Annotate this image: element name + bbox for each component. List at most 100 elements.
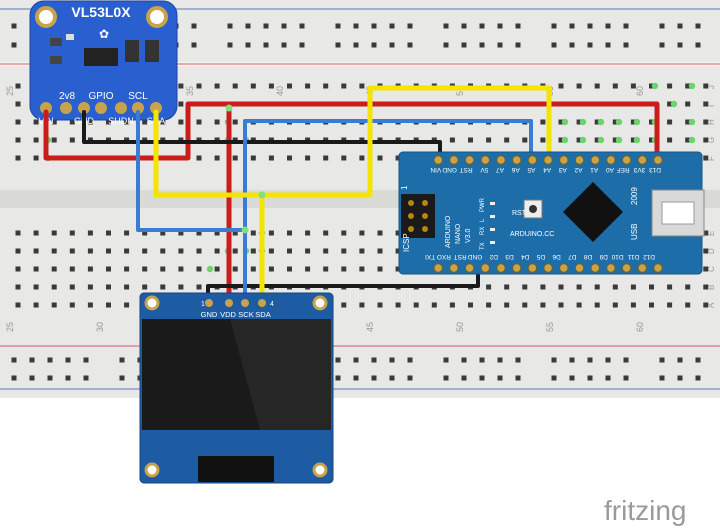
oled-display: 1 4 GND VDD SCK SDA bbox=[139, 292, 334, 484]
terminal-hole bbox=[178, 230, 184, 236]
column-number: 60 bbox=[635, 86, 645, 96]
terminal-hole bbox=[268, 83, 274, 89]
terminal-hole bbox=[341, 230, 347, 236]
terminal-hole bbox=[685, 119, 691, 125]
rail-hole bbox=[11, 357, 17, 363]
terminal-hole bbox=[33, 248, 39, 254]
wire-red-vin bbox=[43, 101, 660, 163]
terminal-hole bbox=[359, 155, 365, 161]
led-label-l: L bbox=[480, 218, 486, 222]
terminal-hole bbox=[250, 230, 256, 236]
icsp-header bbox=[401, 194, 435, 238]
terminal-hole bbox=[594, 137, 600, 143]
nano-pin bbox=[621, 263, 632, 273]
terminal-hole bbox=[287, 266, 292, 272]
terminal-hole bbox=[703, 284, 709, 290]
nano-pin bbox=[512, 263, 522, 273]
connected-hole bbox=[670, 100, 678, 108]
connected-hole bbox=[597, 118, 605, 126]
arduino-nano: USB ICSP 1 ARDUINO NANO V3.0 ARDUINO.CC … bbox=[398, 151, 705, 275]
column-number: 50 bbox=[455, 86, 465, 96]
terminal-hole bbox=[649, 284, 654, 290]
connected-hole bbox=[688, 82, 696, 90]
connected-hole bbox=[615, 136, 623, 144]
rail-hole bbox=[461, 42, 467, 48]
terminal-hole bbox=[449, 137, 455, 143]
terminal-hole bbox=[576, 302, 582, 308]
nano-pin-label: D3 bbox=[505, 253, 514, 260]
terminal-hole bbox=[323, 155, 329, 161]
nano-pin-label: D12 bbox=[643, 253, 655, 260]
terminal-hole bbox=[69, 137, 75, 143]
terminal-hole bbox=[594, 83, 600, 89]
terminal-hole bbox=[594, 119, 600, 125]
terminal-hole bbox=[250, 266, 256, 272]
nano-pin bbox=[449, 155, 459, 165]
terminal-hole bbox=[649, 302, 654, 308]
terminal-hole bbox=[377, 230, 383, 236]
rail-hole bbox=[515, 357, 521, 363]
terminal-hole bbox=[178, 248, 184, 254]
nano-pin-label: D10 bbox=[611, 253, 623, 260]
terminal-hole bbox=[15, 137, 21, 143]
row-letter: G bbox=[707, 137, 716, 143]
terminal-hole bbox=[51, 284, 57, 290]
terminal-hole bbox=[87, 302, 93, 308]
rail-hole bbox=[623, 375, 629, 381]
pin-label-scl: SCL bbox=[128, 91, 148, 102]
nano-pin-label: 3V3 bbox=[633, 166, 645, 173]
nano-pin bbox=[653, 155, 663, 165]
terminal-hole bbox=[106, 248, 111, 254]
terminal-hole bbox=[576, 137, 582, 143]
terminal-hole bbox=[594, 302, 600, 308]
terminal-hole bbox=[468, 302, 473, 308]
rail-hole bbox=[263, 23, 269, 29]
rail-hole bbox=[587, 23, 593, 29]
rail-hole bbox=[587, 357, 593, 363]
rail-hole bbox=[353, 375, 359, 381]
connected-hole bbox=[206, 265, 214, 273]
rail-hole bbox=[407, 42, 413, 48]
terminal-hole bbox=[377, 248, 383, 254]
terminal-hole bbox=[558, 302, 564, 308]
rail-hole bbox=[407, 357, 413, 363]
terminal-hole bbox=[323, 83, 329, 89]
terminal-hole bbox=[685, 284, 691, 290]
nano-pin bbox=[543, 263, 553, 273]
terminal-hole bbox=[33, 119, 39, 125]
rail-hole bbox=[83, 357, 89, 363]
wire-blue-scl bbox=[136, 110, 247, 232]
vl53l0x-sensor: VL53L0X ✿ 2v8 GPIO SCL VIN GND SHDN SDA bbox=[29, 0, 178, 126]
pin-label-shdn: SHDN bbox=[108, 116, 134, 126]
terminal-hole bbox=[612, 83, 618, 89]
arduino-name-2: NANO bbox=[455, 223, 462, 244]
rail-hole bbox=[695, 23, 701, 29]
terminal-hole bbox=[178, 101, 184, 107]
wire-yellow-sda-sensor bbox=[153, 85, 552, 198]
terminal-hole bbox=[250, 155, 256, 161]
terminal-hole bbox=[33, 155, 39, 161]
terminal-hole bbox=[51, 248, 57, 254]
terminal-hole bbox=[667, 101, 673, 107]
terminal-hole bbox=[685, 83, 691, 89]
terminal-hole bbox=[504, 284, 510, 290]
nano-pin-label: REF bbox=[617, 166, 630, 173]
rail-hole bbox=[335, 23, 341, 29]
rail-hole bbox=[299, 42, 305, 48]
pin-label-gpio: GPIO bbox=[88, 91, 113, 102]
adafruit-star-icon: ✿ bbox=[99, 27, 109, 41]
rail-hole bbox=[569, 23, 575, 29]
terminal-hole bbox=[142, 230, 148, 236]
terminal-hole bbox=[214, 266, 220, 272]
terminal-hole bbox=[124, 284, 130, 290]
rail-hole bbox=[389, 375, 395, 381]
terminal-hole bbox=[87, 230, 93, 236]
rail-hole bbox=[515, 23, 521, 29]
terminal-hole bbox=[196, 155, 202, 161]
row-letter: H bbox=[707, 119, 716, 125]
connected-hole bbox=[688, 118, 696, 126]
terminal-hole bbox=[196, 266, 202, 272]
terminal-hole bbox=[630, 83, 636, 89]
rail-hole bbox=[497, 23, 503, 29]
